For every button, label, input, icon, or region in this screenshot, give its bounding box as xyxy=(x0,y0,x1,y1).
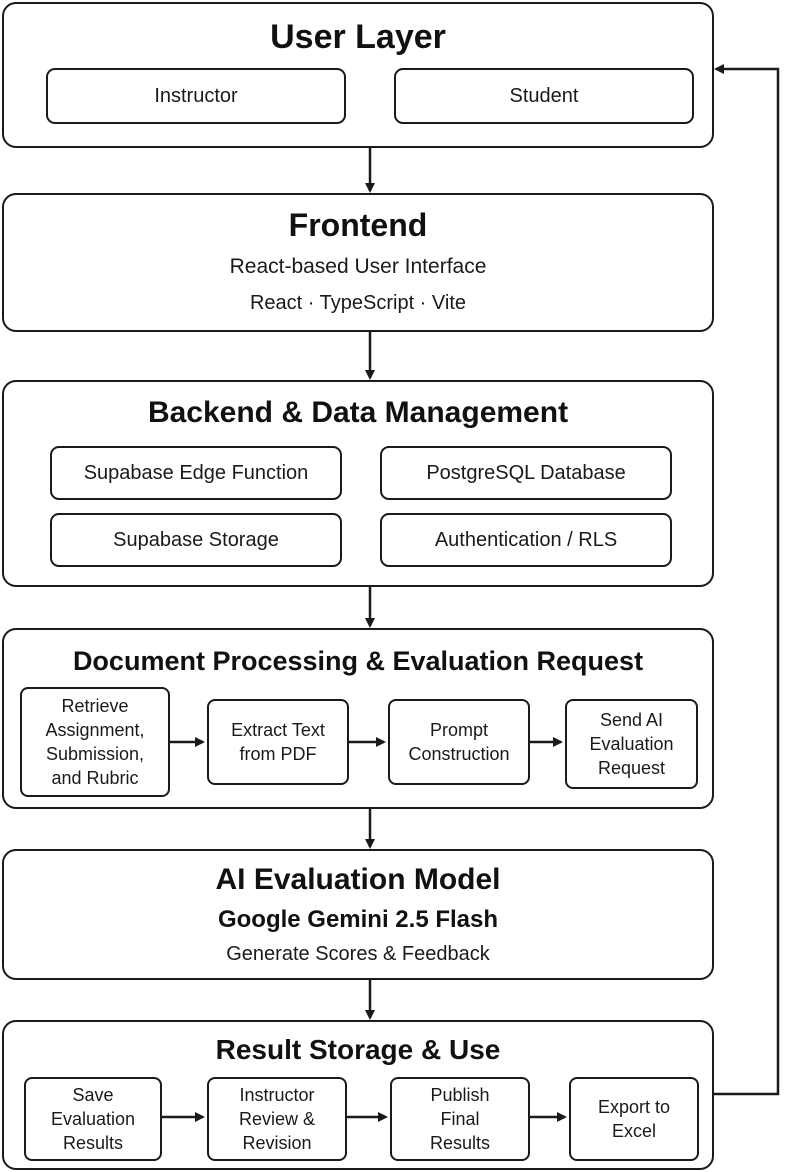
instructor-label: Instructor xyxy=(154,84,238,107)
results-step-export: Export to Excel xyxy=(569,1077,699,1161)
processing-panel: Document Processing & Evaluation Request… xyxy=(2,628,714,809)
storage-box: Supabase Storage xyxy=(50,513,342,567)
database-box: PostgreSQL Database xyxy=(380,446,672,500)
model-title: AI Evaluation Model xyxy=(215,863,501,896)
results-step-save: Save Evaluation Results xyxy=(24,1077,162,1161)
instructor-box: Instructor xyxy=(46,68,346,124)
processing-step-extract-label: Extract Text from PDF xyxy=(231,720,325,764)
model-name: Google Gemini 2.5 Flash xyxy=(217,906,499,933)
frontend-title: Frontend xyxy=(288,207,428,243)
edge-function-label: Supabase Edge Function xyxy=(83,461,309,484)
frontend-subtitle: React-based User Interface xyxy=(229,255,487,278)
model-panel: AI Evaluation Model Google Gemini 2.5 Fl… xyxy=(2,849,714,980)
student-label: Student xyxy=(509,84,579,107)
storage-label: Supabase Storage xyxy=(113,528,279,551)
backend-title: Backend & Data Management xyxy=(147,396,569,429)
results-step-review: Instructor Review & Revision xyxy=(207,1077,347,1161)
frontend-stack: React · TypeScript · Vite xyxy=(249,292,466,314)
results-step-publish-label: Publish Final Results xyxy=(429,1085,491,1153)
processing-title: Document Processing & Evaluation Request xyxy=(72,646,644,676)
processing-step-extract: Extract Text from PDF xyxy=(207,699,349,785)
processing-step-send-label: Send AI Evaluation Request xyxy=(589,710,674,778)
student-box: Student xyxy=(394,68,694,124)
user-layer-panel: User Layer Instructor Student xyxy=(2,2,714,148)
results-step-publish: Publish Final Results xyxy=(390,1077,530,1161)
model-task: Generate Scores & Feedback xyxy=(226,943,490,965)
frontend-panel: Frontend React-based User Interface Reac… xyxy=(2,193,714,332)
user-layer-title: User Layer xyxy=(270,18,446,56)
processing-step-retrieve-label: Retrieve Assignment, Submission, and Rub… xyxy=(45,696,145,788)
processing-step-retrieve: Retrieve Assignment, Submission, and Rub… xyxy=(20,687,170,797)
backend-panel: Backend & Data Management Supabase Edge … xyxy=(2,380,714,587)
results-step-review-label: Instructor Review & Revision xyxy=(238,1085,316,1153)
arrow-feedback-loop xyxy=(714,64,780,1096)
database-label: PostgreSQL Database xyxy=(426,461,626,484)
auth-box: Authentication / RLS xyxy=(380,513,672,567)
auth-label: Authentication / RLS xyxy=(434,528,618,551)
results-step-save-label: Save Evaluation Results xyxy=(50,1085,136,1153)
results-step-export-label: Export to Excel xyxy=(597,1097,671,1141)
processing-step-prompt-label: Prompt Construction xyxy=(408,720,510,764)
results-title: Result Storage & Use xyxy=(215,1034,501,1065)
processing-step-send: Send AI Evaluation Request xyxy=(565,699,698,789)
processing-step-prompt: Prompt Construction xyxy=(388,699,530,785)
edge-function-box: Supabase Edge Function xyxy=(50,446,342,500)
results-panel: Result Storage & Use Save Evaluation Res… xyxy=(2,1020,714,1170)
